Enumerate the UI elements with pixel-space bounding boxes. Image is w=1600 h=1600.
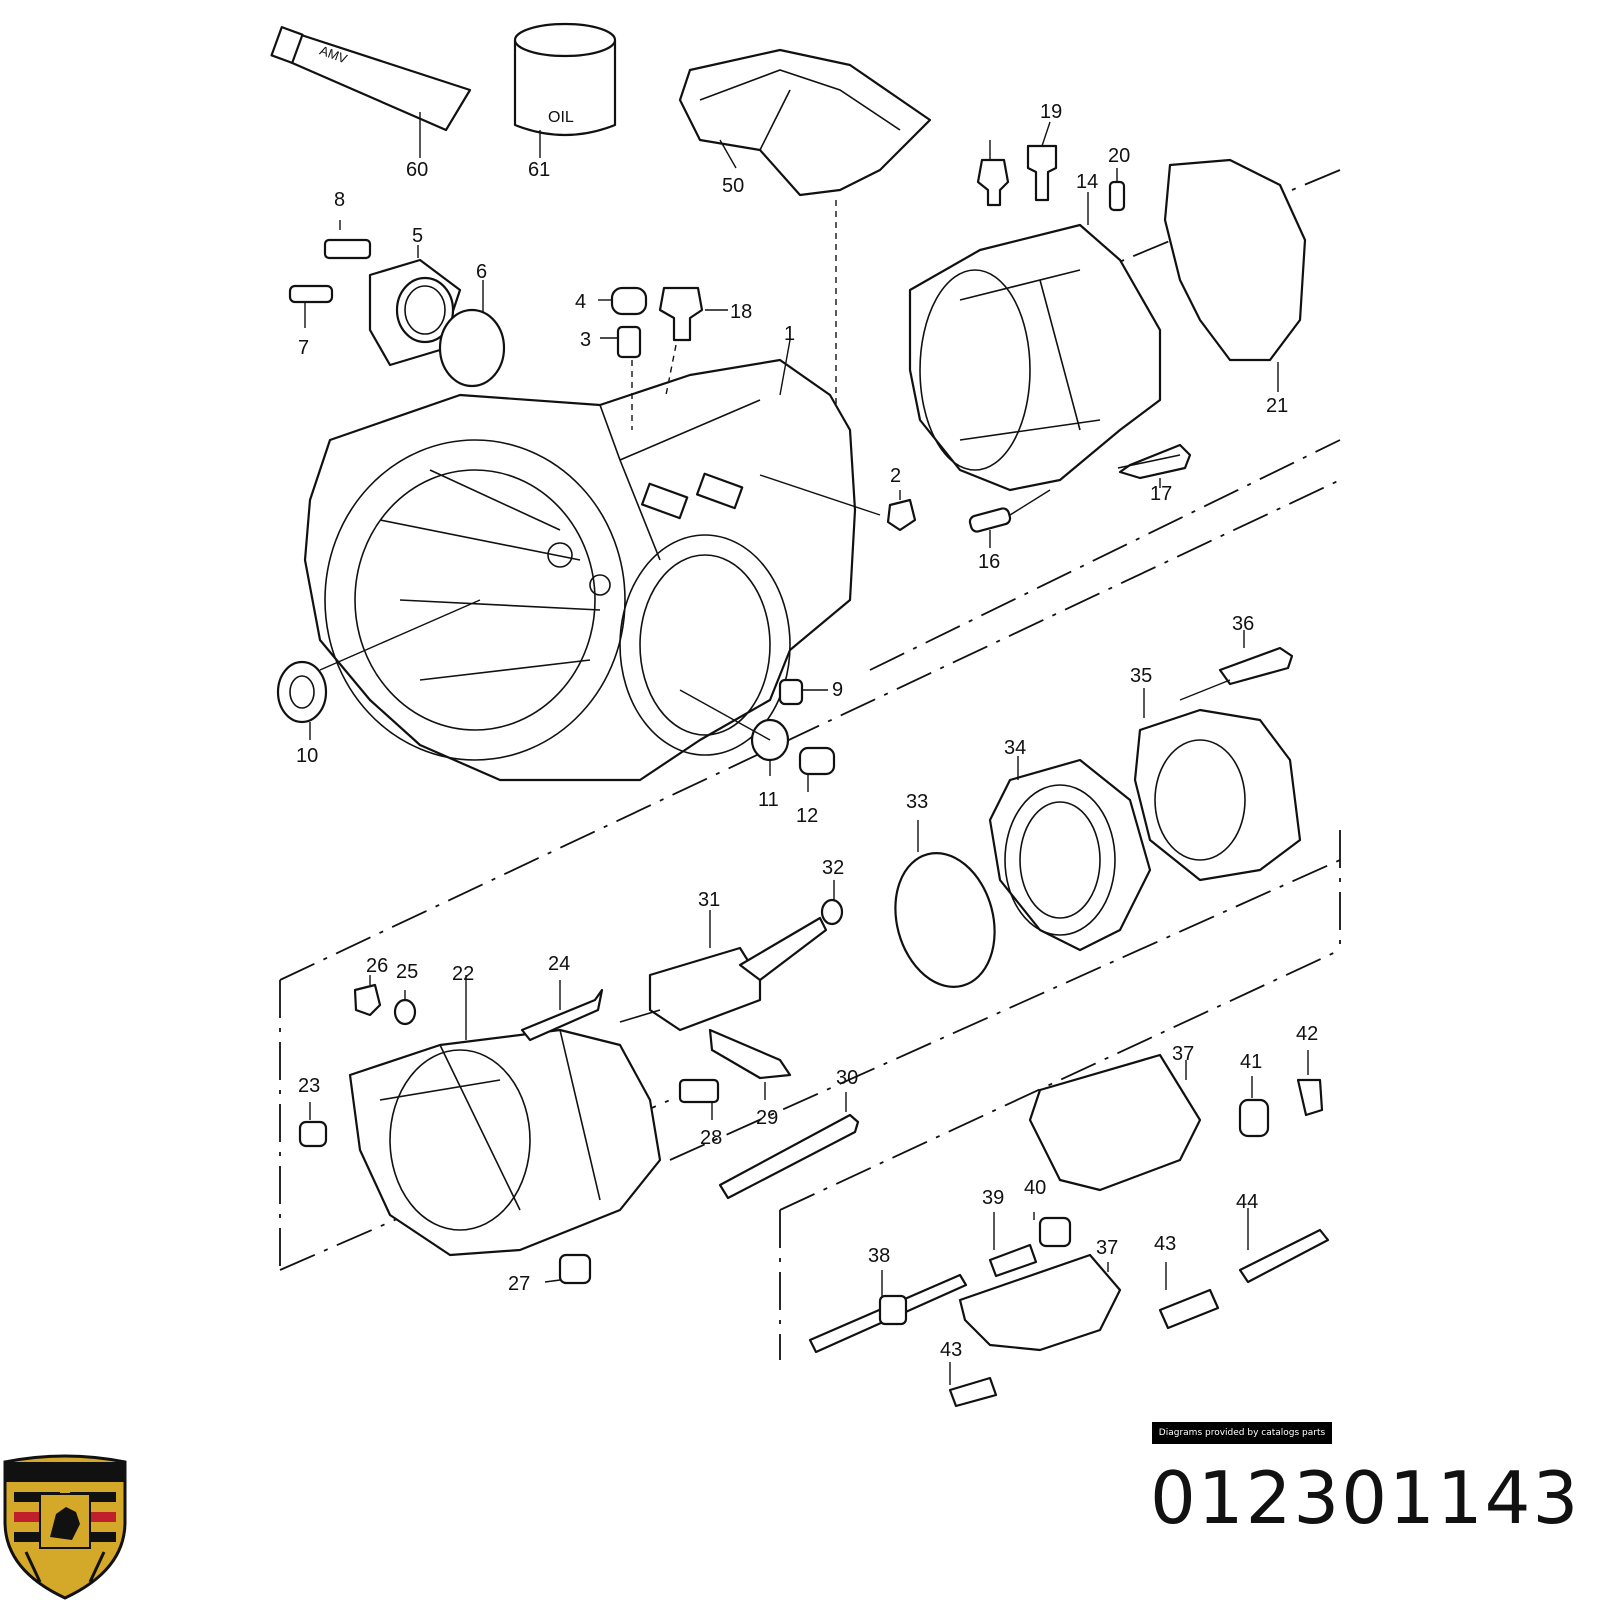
shift-rod-assembly [619, 880, 844, 1032]
callout-37b: 37 [1096, 1237, 1118, 1259]
callout-34: 34 [1004, 737, 1026, 759]
callout-4: 4 [575, 291, 586, 313]
callout-12: 12 [796, 805, 818, 827]
callout-3: 3 [580, 329, 591, 351]
callout-35: 35 [1130, 665, 1152, 687]
callout-5: 5 [412, 225, 423, 247]
small-fasteners-right [886, 443, 1192, 548]
callout-11: 11 [758, 789, 779, 811]
callout-20: 20 [1108, 145, 1130, 167]
callout-36: 36 [1232, 613, 1254, 635]
shift-fork-parts [808, 1050, 1330, 1408]
callout-24: 24 [548, 953, 570, 975]
callout-10: 10 [296, 745, 318, 767]
callout-6: 6 [476, 261, 487, 283]
callout-40: 40 [1024, 1177, 1046, 1199]
callout-7: 7 [298, 337, 309, 359]
callout-43a: 43 [1154, 1233, 1176, 1255]
callout-19: 19 [1040, 101, 1062, 123]
callout-42: 42 [1296, 1023, 1318, 1045]
callout-30: 30 [836, 1067, 858, 1089]
can-label: OIL [548, 109, 574, 126]
callout-26: 26 [366, 955, 388, 977]
upper-cover [678, 48, 932, 420]
part-number: 012301143 [1150, 1456, 1581, 1540]
rear-housing [908, 121, 1162, 492]
callout-21: 21 [1266, 395, 1288, 417]
intermediate-housing [988, 630, 1302, 952]
callout-38: 38 [868, 1245, 890, 1267]
callout-27: 27 [508, 1273, 530, 1295]
seals-and-bushings [276, 599, 836, 792]
o-ring [894, 820, 996, 988]
lower-small-parts [298, 975, 860, 1285]
callout-33: 33 [906, 791, 928, 813]
diagram-credit: Diagrams provided by catalogs parts [1152, 1422, 1332, 1444]
callout-16: 16 [978, 551, 1000, 573]
callout-14: 14 [1076, 171, 1098, 193]
callout-23: 23 [298, 1075, 320, 1097]
plugs-and-switches [598, 286, 728, 430]
callout-41: 41 [1240, 1051, 1262, 1073]
callout-18: 18 [730, 301, 752, 323]
callout-1: 1 [784, 323, 795, 345]
callout-44: 44 [1236, 1191, 1258, 1213]
callout-22: 22 [452, 963, 474, 985]
callout-8: 8 [334, 189, 345, 211]
oil-filter-can: OIL [513, 22, 617, 158]
callout-28: 28 [700, 1127, 722, 1149]
callout-29: 29 [756, 1107, 778, 1129]
callout-37a: 37 [1172, 1043, 1194, 1065]
flange-and-fittings [288, 220, 506, 388]
callout-2: 2 [890, 465, 901, 487]
callout-39: 39 [982, 1187, 1004, 1209]
callout-9: 9 [832, 679, 843, 701]
porsche-crest-logo [3, 1454, 127, 1600]
callout-60: 60 [406, 159, 428, 181]
callout-25: 25 [396, 961, 418, 983]
callout-50: 50 [722, 175, 744, 197]
callout-43b: 43 [940, 1339, 962, 1361]
callout-32: 32 [822, 857, 844, 879]
grease-tube: AMV [270, 26, 472, 158]
callout-31: 31 [698, 889, 720, 911]
callout-61: 61 [528, 159, 550, 181]
main-transmission-housing [303, 339, 881, 782]
callout-17: 17 [1150, 483, 1172, 505]
callout-numbers: 60 61 50 8 5 6 7 4 3 18 1 19 14 20 21 2 … [296, 101, 1318, 1361]
rear-gasket [1163, 158, 1307, 392]
